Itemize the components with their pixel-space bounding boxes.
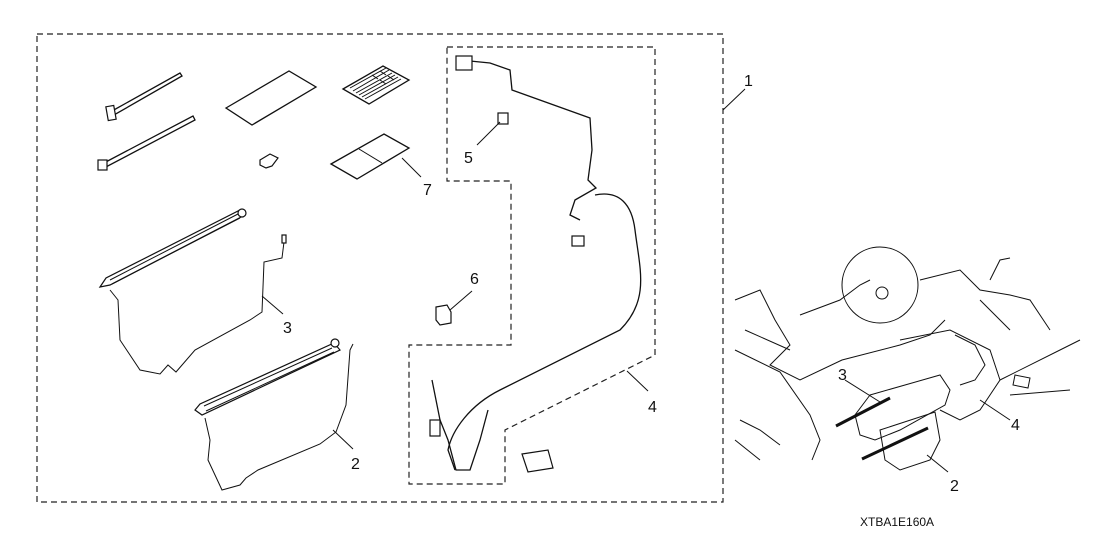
- inset-callout-2: 2: [926, 454, 959, 495]
- callout-5: 5: [464, 121, 501, 167]
- callout-label-6: 6: [470, 271, 479, 288]
- instruction-sheet: [341, 65, 411, 105]
- clip: [259, 153, 279, 169]
- callout-2: 2: [332, 429, 360, 473]
- callout-label-4: 4: [648, 399, 657, 416]
- cable-tie-short: [105, 72, 183, 122]
- cable-tie-long: [97, 115, 196, 171]
- callout-7: 7: [401, 157, 432, 199]
- inset-callout-4: 4: [979, 399, 1020, 434]
- vehicle-interior-inset: [734, 246, 1081, 471]
- callout-label-7: 7: [423, 182, 432, 199]
- wire-harness: [429, 55, 642, 471]
- callout-label-2: 2: [351, 456, 360, 473]
- kit-boundary: [36, 33, 724, 503]
- callout-1: 1: [722, 73, 753, 111]
- inset-callout-label-3: 3: [838, 367, 847, 384]
- callout-4: 4: [626, 370, 657, 416]
- inset-callout-3: 3: [838, 367, 881, 403]
- callout-label-1: 1: [744, 73, 753, 90]
- rear-light-bar: [98, 208, 287, 375]
- callout-3: 3: [261, 295, 292, 337]
- cleaning-pad: [224, 70, 318, 126]
- callout-6: 6: [449, 271, 479, 311]
- callout-label-5: 5: [464, 150, 473, 167]
- callout-label-3: 3: [283, 320, 292, 337]
- reference-code: XTBA1E160A: [860, 515, 934, 529]
- relay: [435, 304, 452, 326]
- fuse: [497, 112, 509, 125]
- harness-boundary: [408, 46, 656, 485]
- inset-callout-label-4: 4: [1011, 417, 1020, 434]
- connector-cap: [521, 449, 554, 473]
- inset-callout-label-2: 2: [950, 478, 959, 495]
- adhesive-pads: [329, 133, 411, 180]
- front-light-bar: [194, 338, 354, 491]
